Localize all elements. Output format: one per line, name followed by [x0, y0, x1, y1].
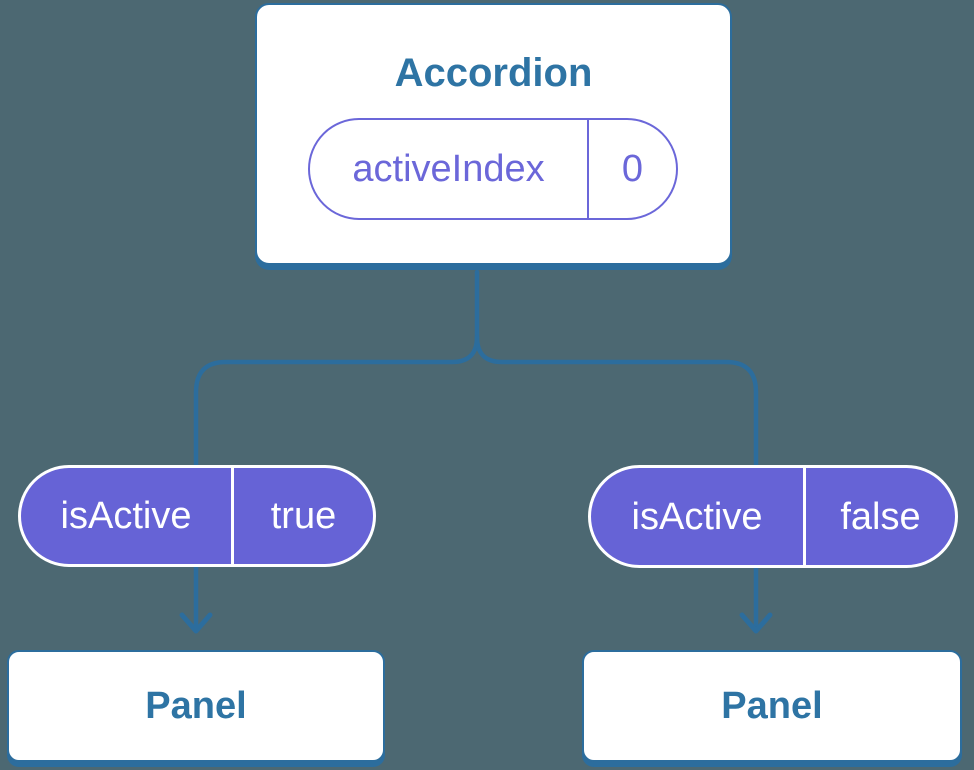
state-pill: activeIndex 0 [308, 118, 678, 220]
component-title: Panel [145, 685, 247, 727]
prop-value: false [803, 468, 955, 565]
prop-pill-true: isActive true [18, 465, 376, 567]
component-title: Panel [721, 685, 823, 727]
prop-pill-false: isActive false [588, 465, 958, 568]
component-title: Accordion [394, 51, 593, 95]
connector-branch-right [474, 334, 759, 632]
prop-name: isActive [60, 495, 192, 537]
panel-component-card-right: Panel [582, 650, 962, 762]
arrowhead-left-icon [179, 612, 213, 634]
panel-component-card-left: Panel [7, 650, 385, 762]
connector-branch-left [193, 269, 480, 632]
prop-value: true [231, 468, 373, 564]
accordion-component-card: Accordion activeIndex 0 [255, 3, 732, 265]
arrowhead-right-icon [739, 612, 773, 634]
prop-name: isActive [631, 495, 763, 538]
state-name: activeIndex [352, 148, 545, 190]
state-value: 0 [587, 120, 676, 218]
